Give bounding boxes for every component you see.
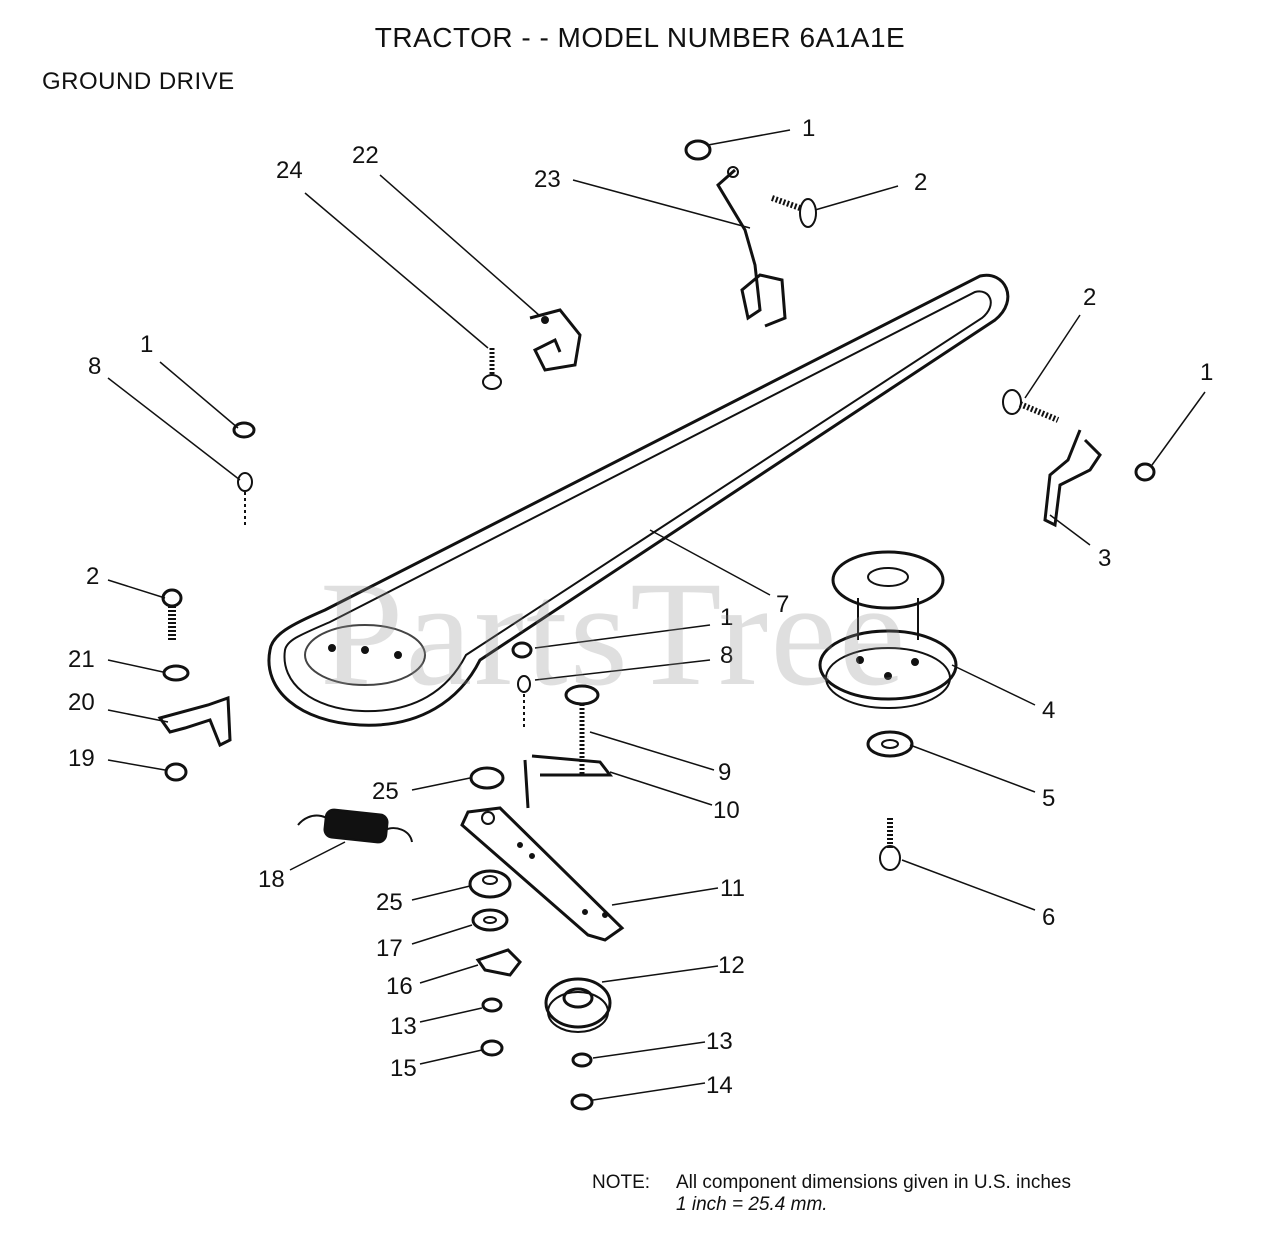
idler-arm-bracket [523,754,614,809]
callout-19: 19 [68,745,95,772]
callout-13a: 13 [390,1013,417,1040]
callout-22: 22 [352,142,379,169]
callout-25b: 25 [376,889,403,916]
nut-icon [480,1039,504,1057]
callout-1c: 1 [140,331,153,358]
note-label: NOTE: [592,1172,651,1193]
bolt-icon [482,348,502,390]
bolt-icon [1002,389,1060,423]
callout-1d: 1 [720,604,733,631]
engine-pulley [304,624,426,686]
callout-14: 14 [706,1072,733,1099]
belt-guide-bracket [529,308,582,372]
note-line-1: All component dimensions given in U.S. i… [676,1172,1071,1193]
callout-16: 16 [386,973,413,1000]
belt-keeper-clip [475,948,522,977]
transaxle-pulley [818,550,958,709]
spacer-icon [468,869,512,899]
washer-icon [866,730,914,758]
washer-icon [471,908,509,932]
nut-icon [164,762,188,782]
callout-24: 24 [276,157,303,184]
callout-25a: 25 [372,778,399,805]
nut-icon [1134,462,1156,482]
callout-1b: 1 [1200,359,1213,386]
callout-9: 9 [718,759,731,786]
nut-icon [570,1093,594,1111]
bolt-icon [517,675,531,728]
nut-icon [684,139,712,161]
spacer-icon [469,766,505,790]
idler-arm [460,806,625,942]
callout-8b: 8 [720,642,733,669]
callout-13b: 13 [706,1028,733,1055]
washer-icon [162,664,190,682]
nut-icon [232,421,256,439]
bolt-icon [879,818,901,871]
callout-10: 10 [713,797,740,824]
drive-belt [267,273,1010,727]
section-title: GROUND DRIVE [42,68,235,95]
washer-icon [571,1052,593,1068]
note-line-2: 1 inch = 25.4 mm. [676,1194,828,1215]
callout-1a: 1 [802,115,815,142]
callout-20: 20 [68,689,95,716]
bolt-icon [237,472,253,525]
callout-12: 12 [718,952,745,979]
callout-18: 18 [258,866,285,893]
callout-2c: 2 [86,563,99,590]
dimension-note: NOTE: All component dimensions given in U… [592,1172,1071,1216]
callout-3: 3 [1098,545,1111,572]
callout-4: 4 [1042,697,1055,724]
bolt-icon [161,588,183,642]
callout-5: 5 [1042,785,1055,812]
nut-icon [511,641,533,659]
bolt-icon [770,195,817,228]
idler-bracket [1043,429,1102,528]
idler-pulley [544,977,612,1033]
page-title: TRACTOR - - MODEL NUMBER 6A1A1E [374,22,906,53]
washer-icon [481,997,503,1013]
callout-23: 23 [534,166,561,193]
spring-bracket [157,695,232,748]
callout-17: 17 [376,935,403,962]
callout-8a: 8 [88,353,101,380]
callout-7: 7 [776,591,789,618]
callout-11: 11 [720,875,745,902]
callout-15: 15 [390,1055,417,1082]
leader-lines [107,129,1206,1101]
callout-2b: 2 [1083,284,1096,311]
extension-spring [297,808,413,844]
callout-2a: 2 [914,169,927,196]
callout-21: 21 [68,646,95,673]
callout-labels: 1 2 23 22 24 2 1 1 8 3 7 2 1 8 21 20 4 1… [68,115,1213,1099]
callout-6: 6 [1042,904,1055,931]
belt-guide-rod [716,166,787,328]
carriage-bolt-icon [564,684,600,775]
